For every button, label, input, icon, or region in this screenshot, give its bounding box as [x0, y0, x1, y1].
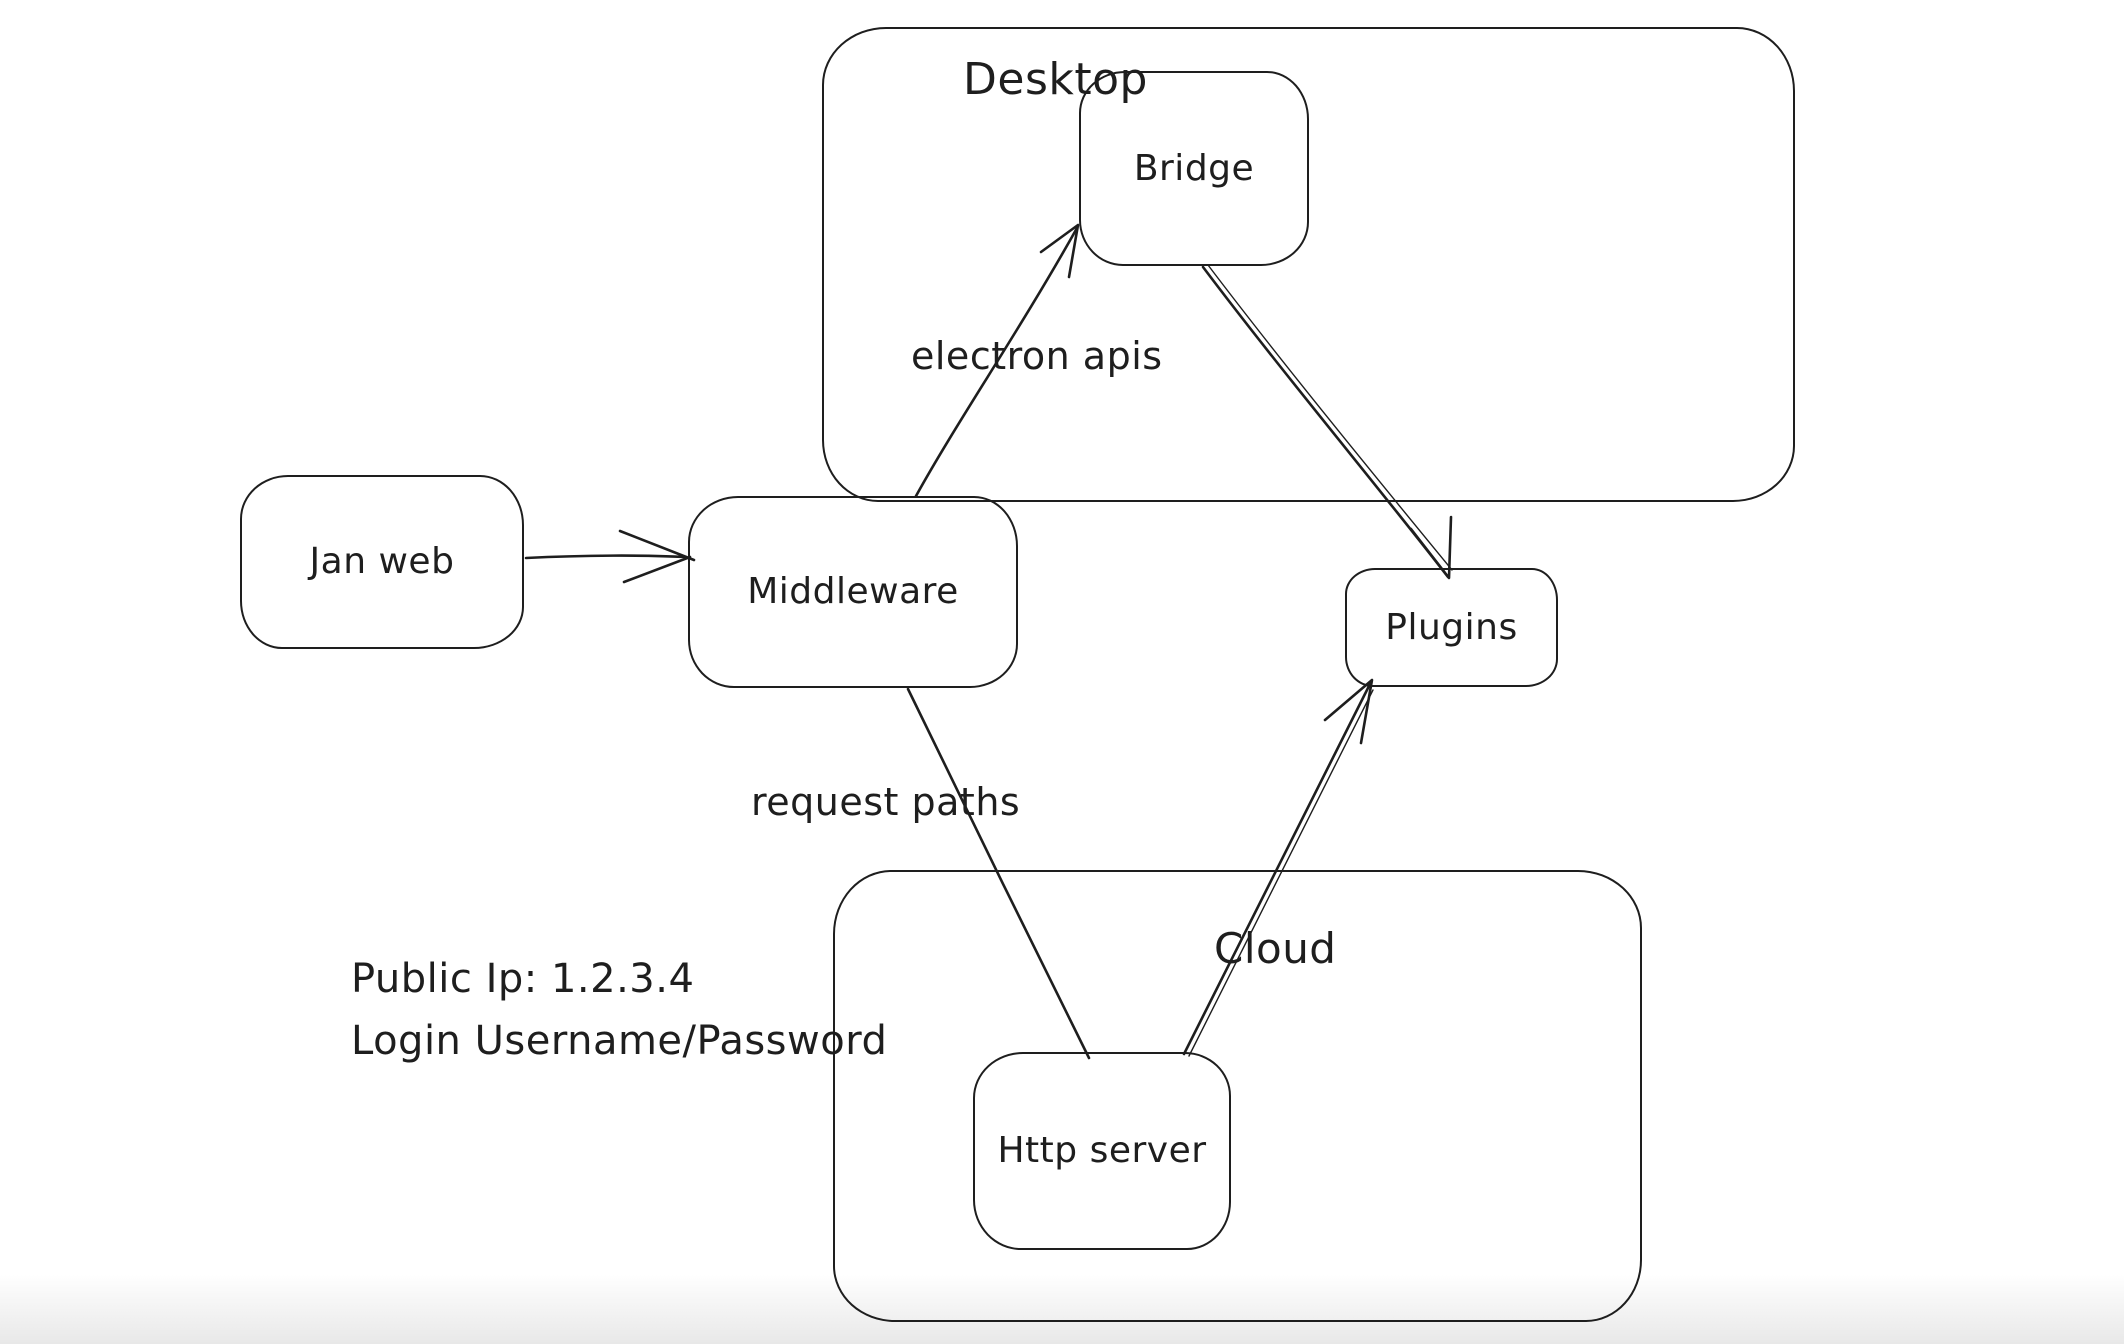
edge-label-electron-apis: electron apis [911, 334, 1163, 378]
container-desktop[interactable] [822, 27, 1795, 502]
arrow-bridge-to-plugins-doubling [1207, 264, 1453, 571]
node-bridge[interactable]: Bridge [1079, 71, 1309, 266]
node-jan-web[interactable]: Jan web [240, 475, 524, 649]
arrow-middleware-to-bridge[interactable] [914, 226, 1079, 498]
arrow-jan-web-to-middleware[interactable] [524, 554, 688, 560]
arrowhead-at-plugins-top [1409, 515, 1453, 580]
node-plugins-label: Plugins [1385, 606, 1518, 648]
node-http-server-label: Http server [997, 1130, 1207, 1172]
arrowhead-at-middleware-2 [622, 555, 692, 584]
container-cloud-title: Cloud [1214, 924, 1337, 973]
container-cloud[interactable] [833, 870, 1642, 1322]
arrowhead-at-middleware [618, 529, 696, 562]
arrow-http-server-to-plugins-doubling [1188, 689, 1374, 1057]
node-middleware[interactable]: Middleware [688, 496, 1018, 688]
node-middleware-label: Middleware [747, 571, 959, 613]
node-bridge-label: Bridge [1133, 147, 1255, 189]
node-plugins[interactable]: Plugins [1345, 568, 1558, 687]
edge-label-request-paths: request paths [751, 780, 1021, 824]
arrow-middleware-to-http-server[interactable] [906, 687, 1091, 1060]
node-http-server[interactable]: Http server [973, 1052, 1231, 1250]
arrow-http-server-to-plugins[interactable] [1182, 682, 1372, 1056]
cloud-access-note-line-2: Login Username/Password [351, 1018, 888, 1064]
arrowhead-at-bridge [1039, 223, 1080, 279]
cloud-access-note-line-1: Public Ip: 1.2.3.4 [351, 956, 695, 1002]
cloud-access-note: Public Ip: 1.2.3.4 Login Username/Passwo… [351, 948, 887, 1072]
arrowhead-at-plugins-bottom [1323, 678, 1374, 745]
node-jan-web-label: Jan web [309, 541, 455, 583]
container-desktop-title: Desktop [963, 54, 1148, 105]
